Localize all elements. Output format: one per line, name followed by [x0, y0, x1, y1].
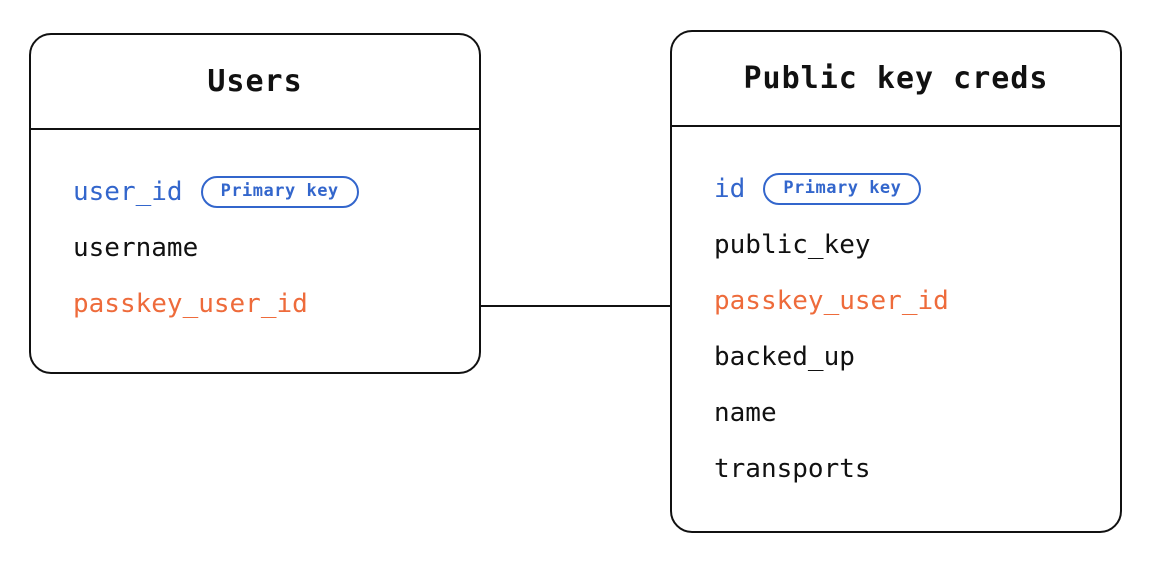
field-name-username: username	[73, 233, 199, 263]
entity-fields-public-key-creds: id Primary key public_key passkey_user_i…	[672, 127, 1120, 531]
entity-card-users[interactable]: Users user_id Primary key username passk…	[29, 33, 481, 374]
entity-fields-users: user_id Primary key username passkey_use…	[31, 130, 479, 372]
field-row-backed-up[interactable]: backed_up	[714, 329, 1120, 385]
entity-title-public-key-creds: Public key creds	[743, 61, 1049, 96]
field-name-passkey-user-id: passkey_user_id	[714, 286, 949, 316]
field-row-id[interactable]: id Primary key	[714, 161, 1120, 217]
field-row-passkey-user-id[interactable]: passkey_user_id	[73, 276, 479, 332]
field-name-id: id	[714, 174, 746, 204]
entity-card-public-key-creds[interactable]: Public key creds id Primary key public_k…	[670, 30, 1122, 533]
entity-title-users: Users	[207, 64, 303, 99]
primary-key-badge-id: Primary key	[763, 173, 922, 205]
field-name-user-id: user_id	[73, 177, 183, 207]
field-name-transports: transports	[714, 454, 871, 484]
relationship-connector-users-to-public-key-creds	[479, 305, 672, 307]
field-row-passkey-user-id[interactable]: passkey_user_id	[714, 273, 1120, 329]
field-name-name: name	[714, 398, 777, 428]
primary-key-badge-label: Primary key	[220, 181, 339, 201]
field-row-user-id[interactable]: user_id Primary key	[73, 164, 479, 220]
field-row-transports[interactable]: transports	[714, 441, 1120, 497]
entity-header-public-key-creds: Public key creds	[672, 32, 1120, 127]
primary-key-badge-user-id: Primary key	[200, 176, 359, 208]
field-row-public-key[interactable]: public_key	[714, 217, 1120, 273]
field-name-backed-up: backed_up	[714, 342, 855, 372]
field-row-name[interactable]: name	[714, 385, 1120, 441]
primary-key-badge-label: Primary key	[783, 178, 902, 198]
field-name-passkey-user-id: passkey_user_id	[73, 289, 308, 319]
field-name-public-key: public_key	[714, 230, 871, 260]
field-row-username[interactable]: username	[73, 220, 479, 276]
entity-header-users: Users	[31, 35, 479, 130]
